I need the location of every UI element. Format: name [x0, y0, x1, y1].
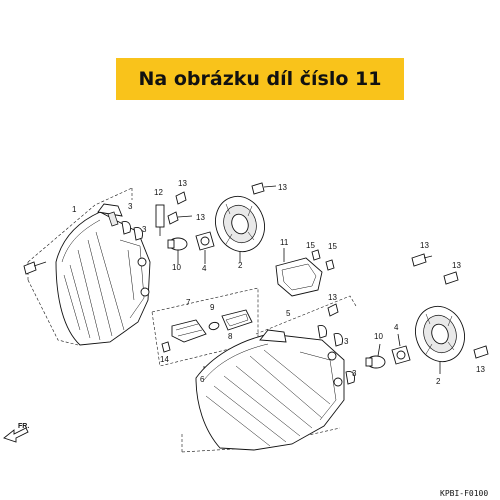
cover-11 — [275, 248, 323, 297]
diagram-code: KPBI-F0100 — [440, 489, 488, 498]
screw-15-b — [325, 259, 335, 271]
clip-3-upper-b — [133, 227, 143, 241]
callout-13-d: 13 — [420, 241, 429, 250]
callout-12: 12 — [154, 188, 163, 197]
callout-2-lower: 2 — [436, 377, 441, 386]
dust-cover-2-lower — [415, 305, 465, 374]
clip-3-lower-a — [317, 325, 327, 339]
upper-assembly-box — [27, 187, 133, 346]
callout-14: 14 — [160, 355, 169, 364]
callout-10-upper: 10 — [172, 263, 181, 272]
callout-8: 8 — [228, 332, 233, 341]
callout-13-e: 13 — [452, 261, 461, 270]
callout-3-c: 3 — [344, 337, 349, 346]
callout-6: 6 — [200, 375, 205, 384]
position-light-lens-7 — [171, 319, 207, 343]
callout-4-lower: 4 — [394, 323, 399, 332]
callout-4-upper: 4 — [202, 264, 207, 273]
callout-15-b: 15 — [328, 242, 337, 251]
callout-15-a: 15 — [306, 241, 315, 250]
banner-text: Na obrázku díl číslo 11 — [138, 68, 382, 90]
callout-3-d: 3 — [352, 369, 357, 378]
direction-label: FR. — [18, 423, 29, 430]
part-number-banner: Na obrázku díl číslo 11 — [116, 58, 404, 100]
bolt-13-right-a — [411, 253, 433, 267]
callout-11: 11 — [280, 238, 289, 247]
callout-13-f: 13 — [476, 365, 485, 374]
position-light-socket-8 — [221, 309, 253, 331]
bolt-13-left — [23, 261, 47, 275]
callout-13-b: 13 — [178, 179, 187, 188]
bolt-13-upper-mid — [167, 211, 193, 225]
callout-5: 5 — [286, 309, 291, 318]
callout-13-g: 13 — [328, 293, 337, 302]
callout-3-b: 3 — [142, 225, 147, 234]
lower-headlight-housing — [195, 329, 345, 451]
screw-15-a — [311, 249, 321, 261]
callout-7: 7 — [186, 298, 191, 307]
callout-9: 9 — [210, 303, 215, 312]
clip-3-upper-a — [121, 221, 131, 235]
screw-14 — [161, 341, 171, 353]
callout-13-c: 13 — [196, 213, 205, 222]
dust-cover-2-upper — [215, 195, 265, 262]
callout-2-upper: 2 — [238, 261, 243, 270]
bolt-13-upper-right — [251, 182, 277, 195]
bolt-13-right-c — [473, 345, 489, 359]
bulb-10-upper — [167, 237, 188, 264]
callout-13-a: 13 — [278, 183, 287, 192]
upper-headlight-housing — [55, 203, 151, 346]
callout-10-lower: 10 — [374, 332, 383, 341]
socket-12 — [155, 204, 165, 236]
bulb-10-lower — [365, 343, 386, 369]
clip-3-lower-c — [345, 371, 355, 385]
bolt-13-right-b — [443, 271, 459, 285]
callout-3-a: 3 — [128, 202, 133, 211]
front-direction-arrow — [3, 427, 29, 443]
position-light-bulb-9 — [208, 321, 220, 331]
bulb-4-upper — [195, 231, 215, 264]
clip-3-lower-b — [333, 333, 343, 347]
bolt-13-lower-center — [327, 303, 339, 317]
callout-1: 1 — [72, 205, 77, 214]
bolt-13-upper-center — [175, 191, 187, 205]
lower-assembly-box — [181, 295, 357, 453]
bulb-4-lower — [391, 333, 411, 365]
